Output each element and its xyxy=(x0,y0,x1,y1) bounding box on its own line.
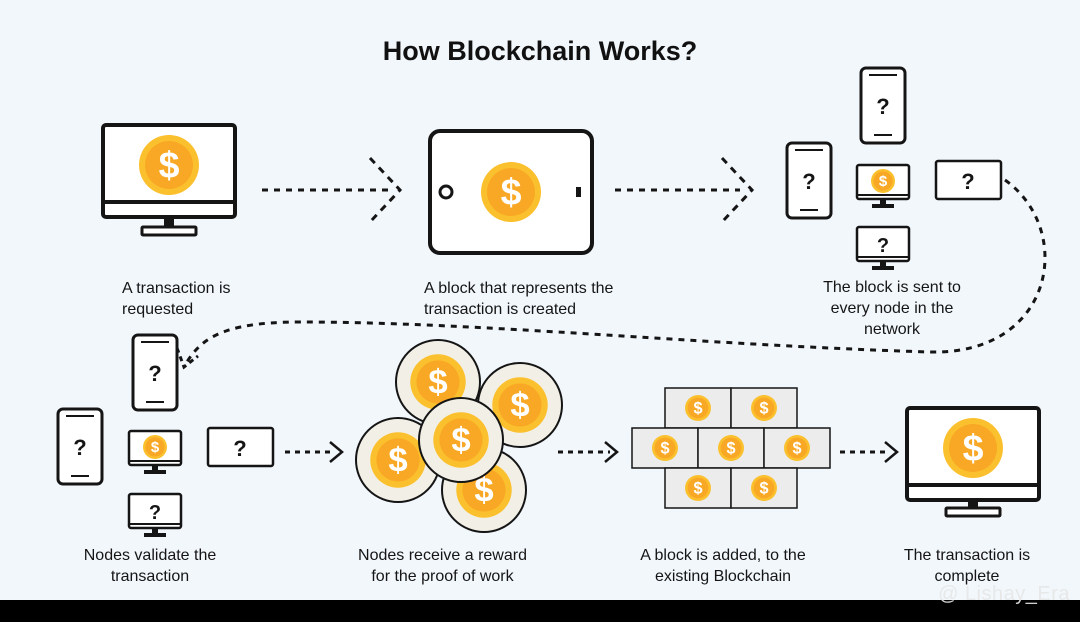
svg-text:$: $ xyxy=(660,439,669,457)
block-icon: $ xyxy=(664,467,732,509)
step1-desktop-icon: $ xyxy=(101,123,237,237)
monitor-node-icon: $ xyxy=(127,429,183,474)
dollar-coin-icon: $ xyxy=(751,475,777,501)
curved-connector-step3-to-step4 xyxy=(183,178,1047,366)
phone-node-icon: ? xyxy=(859,66,907,145)
step6-blockchain-blocks: $ $ $ $ $ $ $ xyxy=(631,387,831,509)
dollar-coin-icon: $ xyxy=(685,475,711,501)
arrow-step6-to-step7 xyxy=(840,441,899,463)
arrow-step2-to-step3 xyxy=(615,156,755,224)
step2-block-tablet-icon: $ xyxy=(428,129,594,255)
dollar-coin-icon: $ xyxy=(943,418,1003,478)
svg-text:$: $ xyxy=(963,427,984,469)
question-mark-icon: ? xyxy=(148,361,161,386)
monitor-node-icon: ? xyxy=(127,492,183,537)
block-icon: $ xyxy=(730,467,798,509)
block-icon: $ xyxy=(697,427,765,469)
phone-node-icon: ? xyxy=(131,333,179,412)
step7-desktop-icon: $ xyxy=(905,406,1041,518)
dollar-coin-icon: $ xyxy=(652,435,678,461)
arrow-step1-to-step2 xyxy=(262,156,403,224)
tablet-node-icon: ? xyxy=(206,426,275,468)
question-mark-icon: ? xyxy=(233,436,246,461)
svg-text:$: $ xyxy=(388,442,407,480)
block-icon: $ xyxy=(763,427,831,469)
watermark: @ Lishay_Era xyxy=(938,583,1070,605)
svg-text:$: $ xyxy=(451,422,470,460)
svg-text:$: $ xyxy=(693,479,702,497)
svg-text:$: $ xyxy=(151,439,160,456)
arrow-step5-to-step6 xyxy=(558,441,619,463)
monitor-node-icon: $ xyxy=(855,163,911,208)
svg-text:$: $ xyxy=(501,171,522,213)
question-mark-icon: ? xyxy=(961,169,974,194)
question-mark-icon: ? xyxy=(877,235,889,257)
question-mark-icon: ? xyxy=(802,169,815,194)
dollar-coin-icon: $ xyxy=(751,395,777,421)
dollar-coin-icon: $ xyxy=(871,169,895,193)
dollar-coin-icon: $ xyxy=(718,435,744,461)
connector-arrowhead xyxy=(175,347,199,370)
svg-text:$: $ xyxy=(693,399,702,417)
monitor-node-icon: ? xyxy=(855,225,911,270)
arrow-step4-to-step5 xyxy=(285,441,344,463)
question-mark-icon: ? xyxy=(876,94,889,119)
svg-text:$: $ xyxy=(792,439,801,457)
dollar-coin-icon: $ xyxy=(784,435,810,461)
block-icon: $ xyxy=(631,427,699,469)
question-mark-icon: ? xyxy=(149,502,161,524)
dollar-coin-icon: $ xyxy=(418,397,504,483)
title: How Blockchain Works? xyxy=(382,36,698,66)
tablet-node-icon: ? xyxy=(934,159,1003,201)
svg-text:$: $ xyxy=(428,364,447,402)
phone-node-icon: ? xyxy=(56,407,104,486)
dollar-coin-icon: $ xyxy=(143,435,167,459)
dollar-coin-icon: $ xyxy=(477,362,563,448)
phone-node-icon: ? xyxy=(785,141,833,220)
step5-reward-coins: $ $ $ $ $ xyxy=(355,339,563,533)
dollar-coin-icon: $ xyxy=(139,135,199,195)
svg-text:$: $ xyxy=(726,439,735,457)
step3-network-nodes: ? ? $ ? ? xyxy=(785,66,1003,270)
svg-text:$: $ xyxy=(879,173,888,190)
question-mark-icon: ? xyxy=(73,435,86,460)
svg-text:$: $ xyxy=(159,144,180,186)
dollar-coin-icon: $ xyxy=(481,162,541,222)
block-icon: $ xyxy=(730,387,798,429)
svg-text:$: $ xyxy=(759,399,768,417)
svg-text:$: $ xyxy=(759,479,768,497)
bottom-bar xyxy=(0,600,1080,622)
svg-text:$: $ xyxy=(510,387,529,425)
block-icon: $ xyxy=(664,387,732,429)
dollar-coin-icon: $ xyxy=(685,395,711,421)
step4-validating-nodes: ? ? $ ? ? xyxy=(56,333,275,537)
svg-text:$: $ xyxy=(474,472,493,510)
